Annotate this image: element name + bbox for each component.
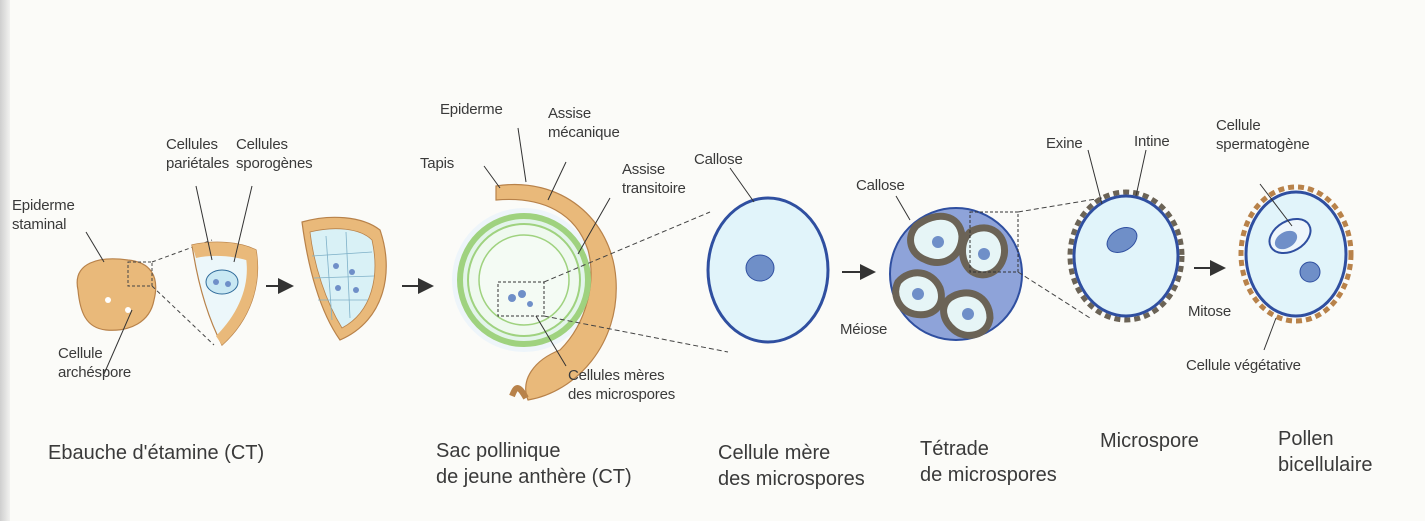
label-assise-transitoire: Assise transitoire bbox=[622, 160, 686, 198]
label-epiderme: Epiderme bbox=[440, 100, 503, 119]
sporogenous-tissue-sector bbox=[302, 217, 386, 340]
label-epiderme-staminal: Epiderme staminal bbox=[12, 196, 75, 234]
label-cellules-sporogenes: Cellules sporogènes bbox=[236, 135, 312, 173]
caption-microspore: Microspore bbox=[1100, 428, 1199, 454]
label-cellules-parietales: Cellules pariétales bbox=[166, 135, 229, 173]
caption-pollen: Pollen bicellulaire bbox=[1278, 426, 1373, 478]
stamen-primordium bbox=[77, 259, 156, 330]
label-cellule-spermatogene: Cellule spermatogène bbox=[1216, 116, 1310, 154]
caption-ebauche: Ebauche d'étamine (CT) bbox=[48, 440, 264, 466]
caption-cellule-mere: Cellule mère des microspores bbox=[718, 440, 865, 492]
microspore-mother-cell bbox=[708, 198, 828, 342]
label-tapis: Tapis bbox=[420, 154, 454, 173]
label-meiose: Méiose bbox=[840, 320, 887, 339]
caption-sac-pollinique: Sac pollinique de jeune anthère (CT) bbox=[436, 438, 632, 490]
label-exine: Exine bbox=[1046, 134, 1083, 153]
label-cellule-archespore: Cellule archéspore bbox=[58, 344, 131, 382]
label-assise-mecanique: Assise mécanique bbox=[548, 104, 620, 142]
label-cellule-vegetative: Cellule végétative bbox=[1186, 356, 1301, 375]
label-intine: Intine bbox=[1134, 132, 1170, 151]
label-callose-mother-cell: Callose bbox=[694, 150, 743, 169]
microspore-tetrad bbox=[890, 208, 1022, 340]
caption-tetrade: Tétrade de microspores bbox=[920, 436, 1057, 488]
label-cellules-meres: Cellules mères des microspores bbox=[568, 366, 675, 404]
primordium-detail bbox=[192, 242, 258, 345]
label-callose-tetrad: Callose bbox=[856, 176, 905, 195]
bicellular-pollen bbox=[1241, 187, 1351, 321]
microspore bbox=[1070, 192, 1182, 320]
label-mitose: Mitose bbox=[1188, 302, 1231, 321]
